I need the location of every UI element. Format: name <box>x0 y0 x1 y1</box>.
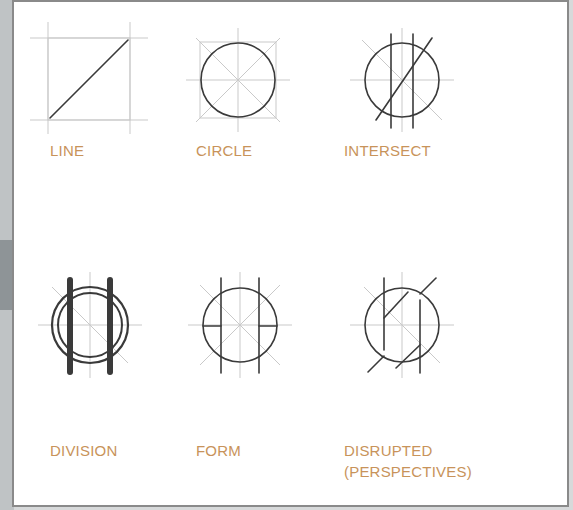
caption-label: INTERSECT <box>344 140 474 161</box>
guide-lines <box>30 22 454 378</box>
caption-label: LINE <box>50 140 180 161</box>
panel <box>13 1 568 506</box>
background-photo <box>0 0 14 510</box>
background-photo <box>0 240 14 310</box>
caption-label: FORM <box>196 440 326 461</box>
caption-label: DIVISION <box>50 440 180 461</box>
sketch-strokes <box>50 34 439 373</box>
caption-label: CIRCLE <box>196 140 326 161</box>
caption-label: DISRUPTED (PERSPECTIVES) <box>344 440 479 482</box>
